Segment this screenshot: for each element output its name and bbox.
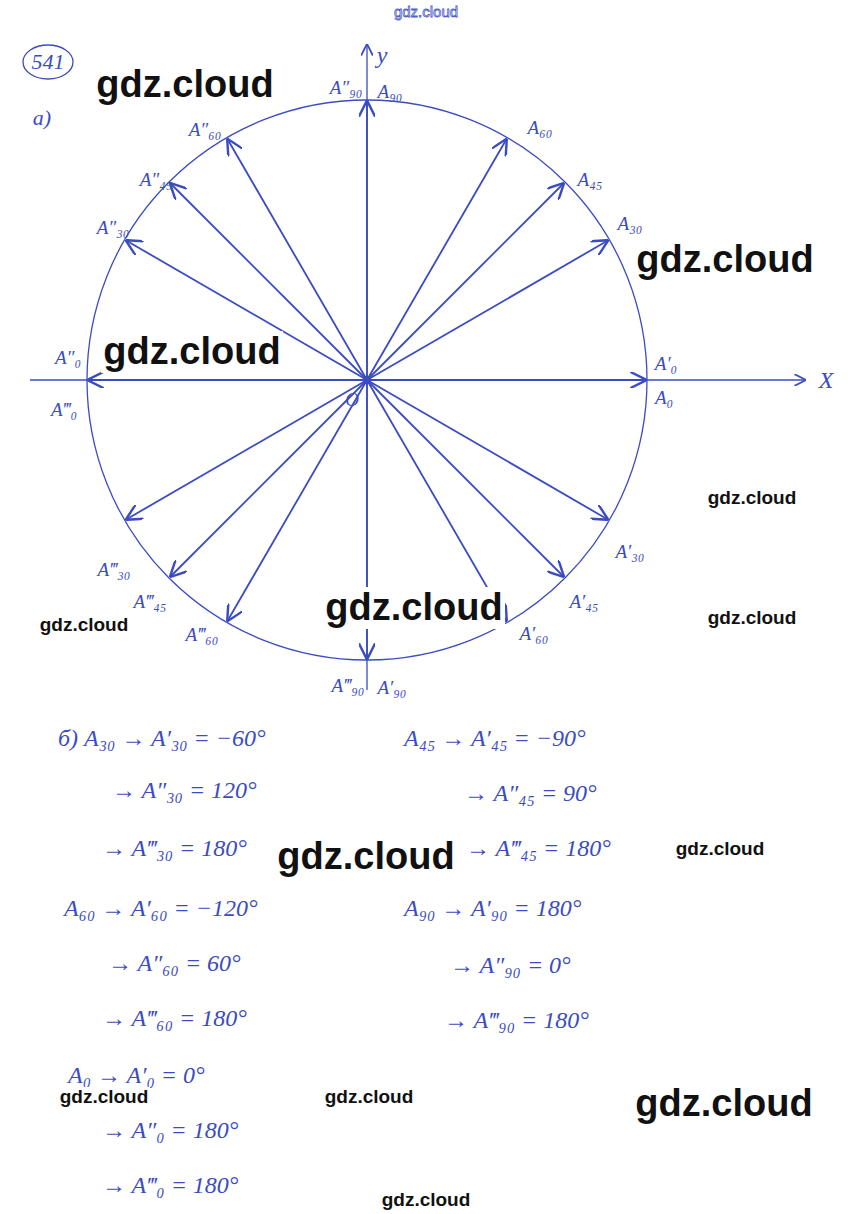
point-label: A′₃₀ <box>616 542 645 563</box>
rotation-result: A₄₅ → A′₄₅ = −90° <box>404 725 586 751</box>
point-label: A′₆₀ <box>520 624 549 645</box>
exercise-number: 541 <box>32 50 65 74</box>
axis-label: y <box>377 42 388 68</box>
rotation-result: → A″₄₅ = 90° <box>464 780 597 806</box>
rotation-result: A₆₀ → A′₆₀ = −120° <box>64 895 258 921</box>
watermark: gdz.cloud <box>633 1083 814 1125</box>
number-circle <box>23 45 73 79</box>
watermark: gdz.cloud <box>323 587 504 629</box>
point-label: A‴₆₀ <box>186 625 219 646</box>
vectors <box>89 102 645 658</box>
rotation-result: → A″₆₀ = 60° <box>108 950 241 976</box>
watermark: gdz.cloud <box>323 1087 416 1108</box>
rotation-result: → A‴₃₀ = 180° <box>102 835 247 861</box>
point-label: A″₆₀ <box>189 120 222 141</box>
watermark: gdz.cloud <box>706 608 799 629</box>
axis-label: X <box>819 367 834 393</box>
rotation-result: A₉₀ → A′₉₀ = 180° <box>404 895 581 921</box>
watermark: gdz.cloud <box>706 488 799 509</box>
part-label: a) <box>33 106 51 130</box>
rotation-result: → A″₉₀ = 0° <box>450 952 571 978</box>
rotation-result: → A″₃₀ = 120° <box>112 777 257 803</box>
rotation-result: б) A₃₀ → A′₃₀ = −60° <box>58 725 266 751</box>
watermark: gdz.cloud <box>394 4 458 21</box>
rotation-result: A₀ → A′₀ = 0° <box>68 1062 205 1088</box>
rotation-result: → A‴₄₅ = 180° <box>466 835 611 861</box>
watermark: gdz.cloud <box>674 839 767 860</box>
watermark: gdz.cloud <box>275 836 456 878</box>
x-axis <box>30 379 805 380</box>
unit-circle <box>87 100 647 660</box>
rotation-result: → A‴₆₀ = 180° <box>102 1005 247 1031</box>
point-label: A‴₀ <box>51 400 77 421</box>
point-label: A″₀ <box>55 348 81 369</box>
point-label: A‴₄₅ <box>134 592 167 613</box>
point-label: A′₉₀ <box>378 678 407 699</box>
point-label: A₉₀ <box>378 82 403 103</box>
watermark: gdz.cloud <box>101 331 282 373</box>
point-label: A′₀ <box>655 354 677 375</box>
point-label: A″₃₀ <box>97 218 130 239</box>
watermark: gdz.cloud <box>634 239 815 281</box>
watermark: gdz.cloud <box>380 1190 473 1211</box>
point-label: A₆₀ <box>528 118 553 139</box>
point-label: A″₄₅ <box>140 170 173 191</box>
point-label: A₄₅ <box>578 170 603 191</box>
point-label: A‴₉₀ <box>332 676 365 697</box>
point-label: A″₉₀ <box>330 78 363 99</box>
point-label: A₀ <box>655 388 673 409</box>
rotation-result: → A‴₉₀ = 180° <box>444 1007 589 1033</box>
watermark: gdz.cloud <box>94 64 275 106</box>
point-label: A‴₃₀ <box>98 560 131 581</box>
origin-dot <box>363 376 371 384</box>
watermark: gdz.cloud <box>58 1087 151 1108</box>
point-label: A′₄₅ <box>570 592 599 613</box>
watermark: gdz.cloud <box>38 615 131 636</box>
origin-label: O <box>345 390 359 411</box>
point-label: A₃₀ <box>618 214 643 235</box>
rotation-result: → A‴₀ = 180° <box>102 1172 238 1198</box>
rotation-result: → A″₀ = 180° <box>102 1117 238 1143</box>
